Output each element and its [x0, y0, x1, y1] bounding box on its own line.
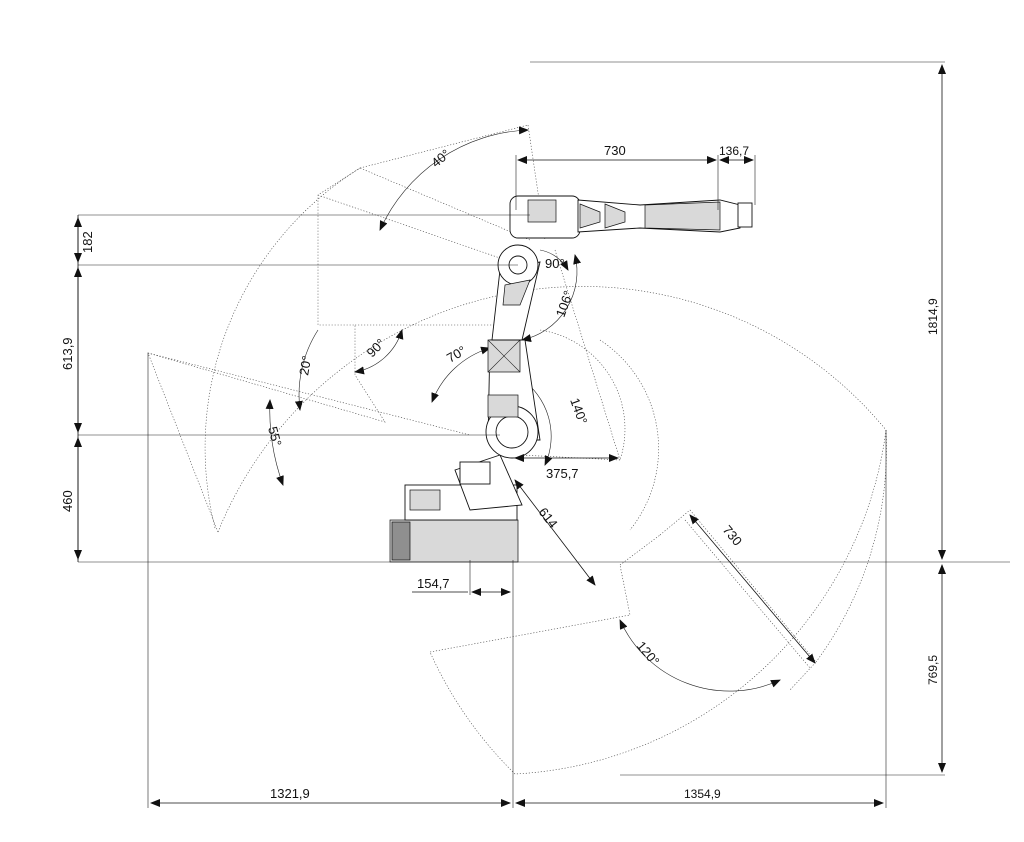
label-460: 460	[60, 490, 75, 512]
label-angle-140: 140°	[567, 396, 590, 426]
robot-motor	[459, 461, 491, 485]
diag-line	[554, 249, 621, 461]
forward-line	[519, 454, 621, 461]
robot-base-block	[391, 521, 411, 561]
label-613: 613,9	[60, 337, 75, 370]
label-375: 375,7	[546, 466, 579, 481]
label-1354: 1354,9	[684, 787, 721, 801]
lower-envelope-arc	[429, 651, 516, 775]
robot-shoulder-hub	[495, 415, 529, 449]
robot-forearm-ring-a	[579, 203, 601, 229]
robot-lower-motor	[487, 394, 519, 418]
joint-arc-b	[599, 339, 659, 531]
label-182: 182	[80, 231, 95, 253]
robot-wrist-motor	[527, 199, 557, 223]
label-angle-40: 40°	[428, 146, 453, 170]
robot-forearm-ring-b	[604, 203, 626, 229]
label-angle-120: 120°	[634, 638, 663, 668]
arc-55	[265, 399, 284, 486]
label-1321: 1321,9	[270, 786, 310, 801]
rear-envelope-polyline	[147, 167, 531, 533]
label-angle-106: 106°	[553, 289, 576, 319]
robot-tool-flange	[737, 202, 753, 228]
label-angle-70: 70°	[444, 343, 469, 366]
lower-arm-inner	[684, 519, 811, 669]
robot-forearm-body	[644, 201, 721, 231]
dimension-labels: 730 136,7 182 613,9 460 1814,9 769,5 154…	[60, 143, 940, 801]
label-angle-20: 20°	[296, 355, 314, 377]
label-angle-55: 55°	[265, 425, 285, 448]
robot-elbow-cross-b	[487, 339, 521, 373]
robot-base-plate	[389, 519, 519, 563]
label-730-top: 730	[604, 143, 626, 158]
robot-base-detail	[409, 489, 441, 511]
label-769: 769,5	[926, 655, 940, 685]
arc-90-back	[354, 329, 404, 375]
inner-envelope-arc	[204, 167, 361, 529]
arc-120	[619, 619, 781, 692]
outer-envelope-arc-right	[815, 429, 887, 663]
label-154: 154,7	[417, 576, 450, 591]
outer-envelope-arc	[217, 286, 887, 533]
label-angle-90-back: 90°	[364, 336, 389, 361]
rear-envelope-line	[317, 194, 521, 266]
arc-40	[379, 126, 529, 231]
outer-envelope-arc-lower	[514, 429, 887, 775]
label-angle-90-wrist: 90°	[545, 256, 565, 271]
dimension-lines	[74, 61, 1010, 808]
dim-730-lower	[689, 514, 816, 664]
label-730-lower: 730	[720, 522, 745, 548]
lower-arm-link	[619, 534, 661, 566]
label-1814: 1814,9	[926, 298, 940, 335]
label-136: 136,7	[719, 144, 749, 158]
joint-arc-a	[539, 329, 626, 461]
label-614: 614	[536, 505, 561, 531]
arc-70	[431, 346, 491, 403]
robot-upper-detail	[502, 279, 531, 306]
lower-bound-line	[429, 564, 631, 653]
lower-arm-envelope	[659, 509, 817, 691]
rear-envelope-lower	[147, 352, 471, 436]
arc-20	[294, 329, 319, 411]
arc-106	[521, 254, 582, 342]
dim-614	[514, 479, 596, 586]
robot	[389, 195, 753, 563]
